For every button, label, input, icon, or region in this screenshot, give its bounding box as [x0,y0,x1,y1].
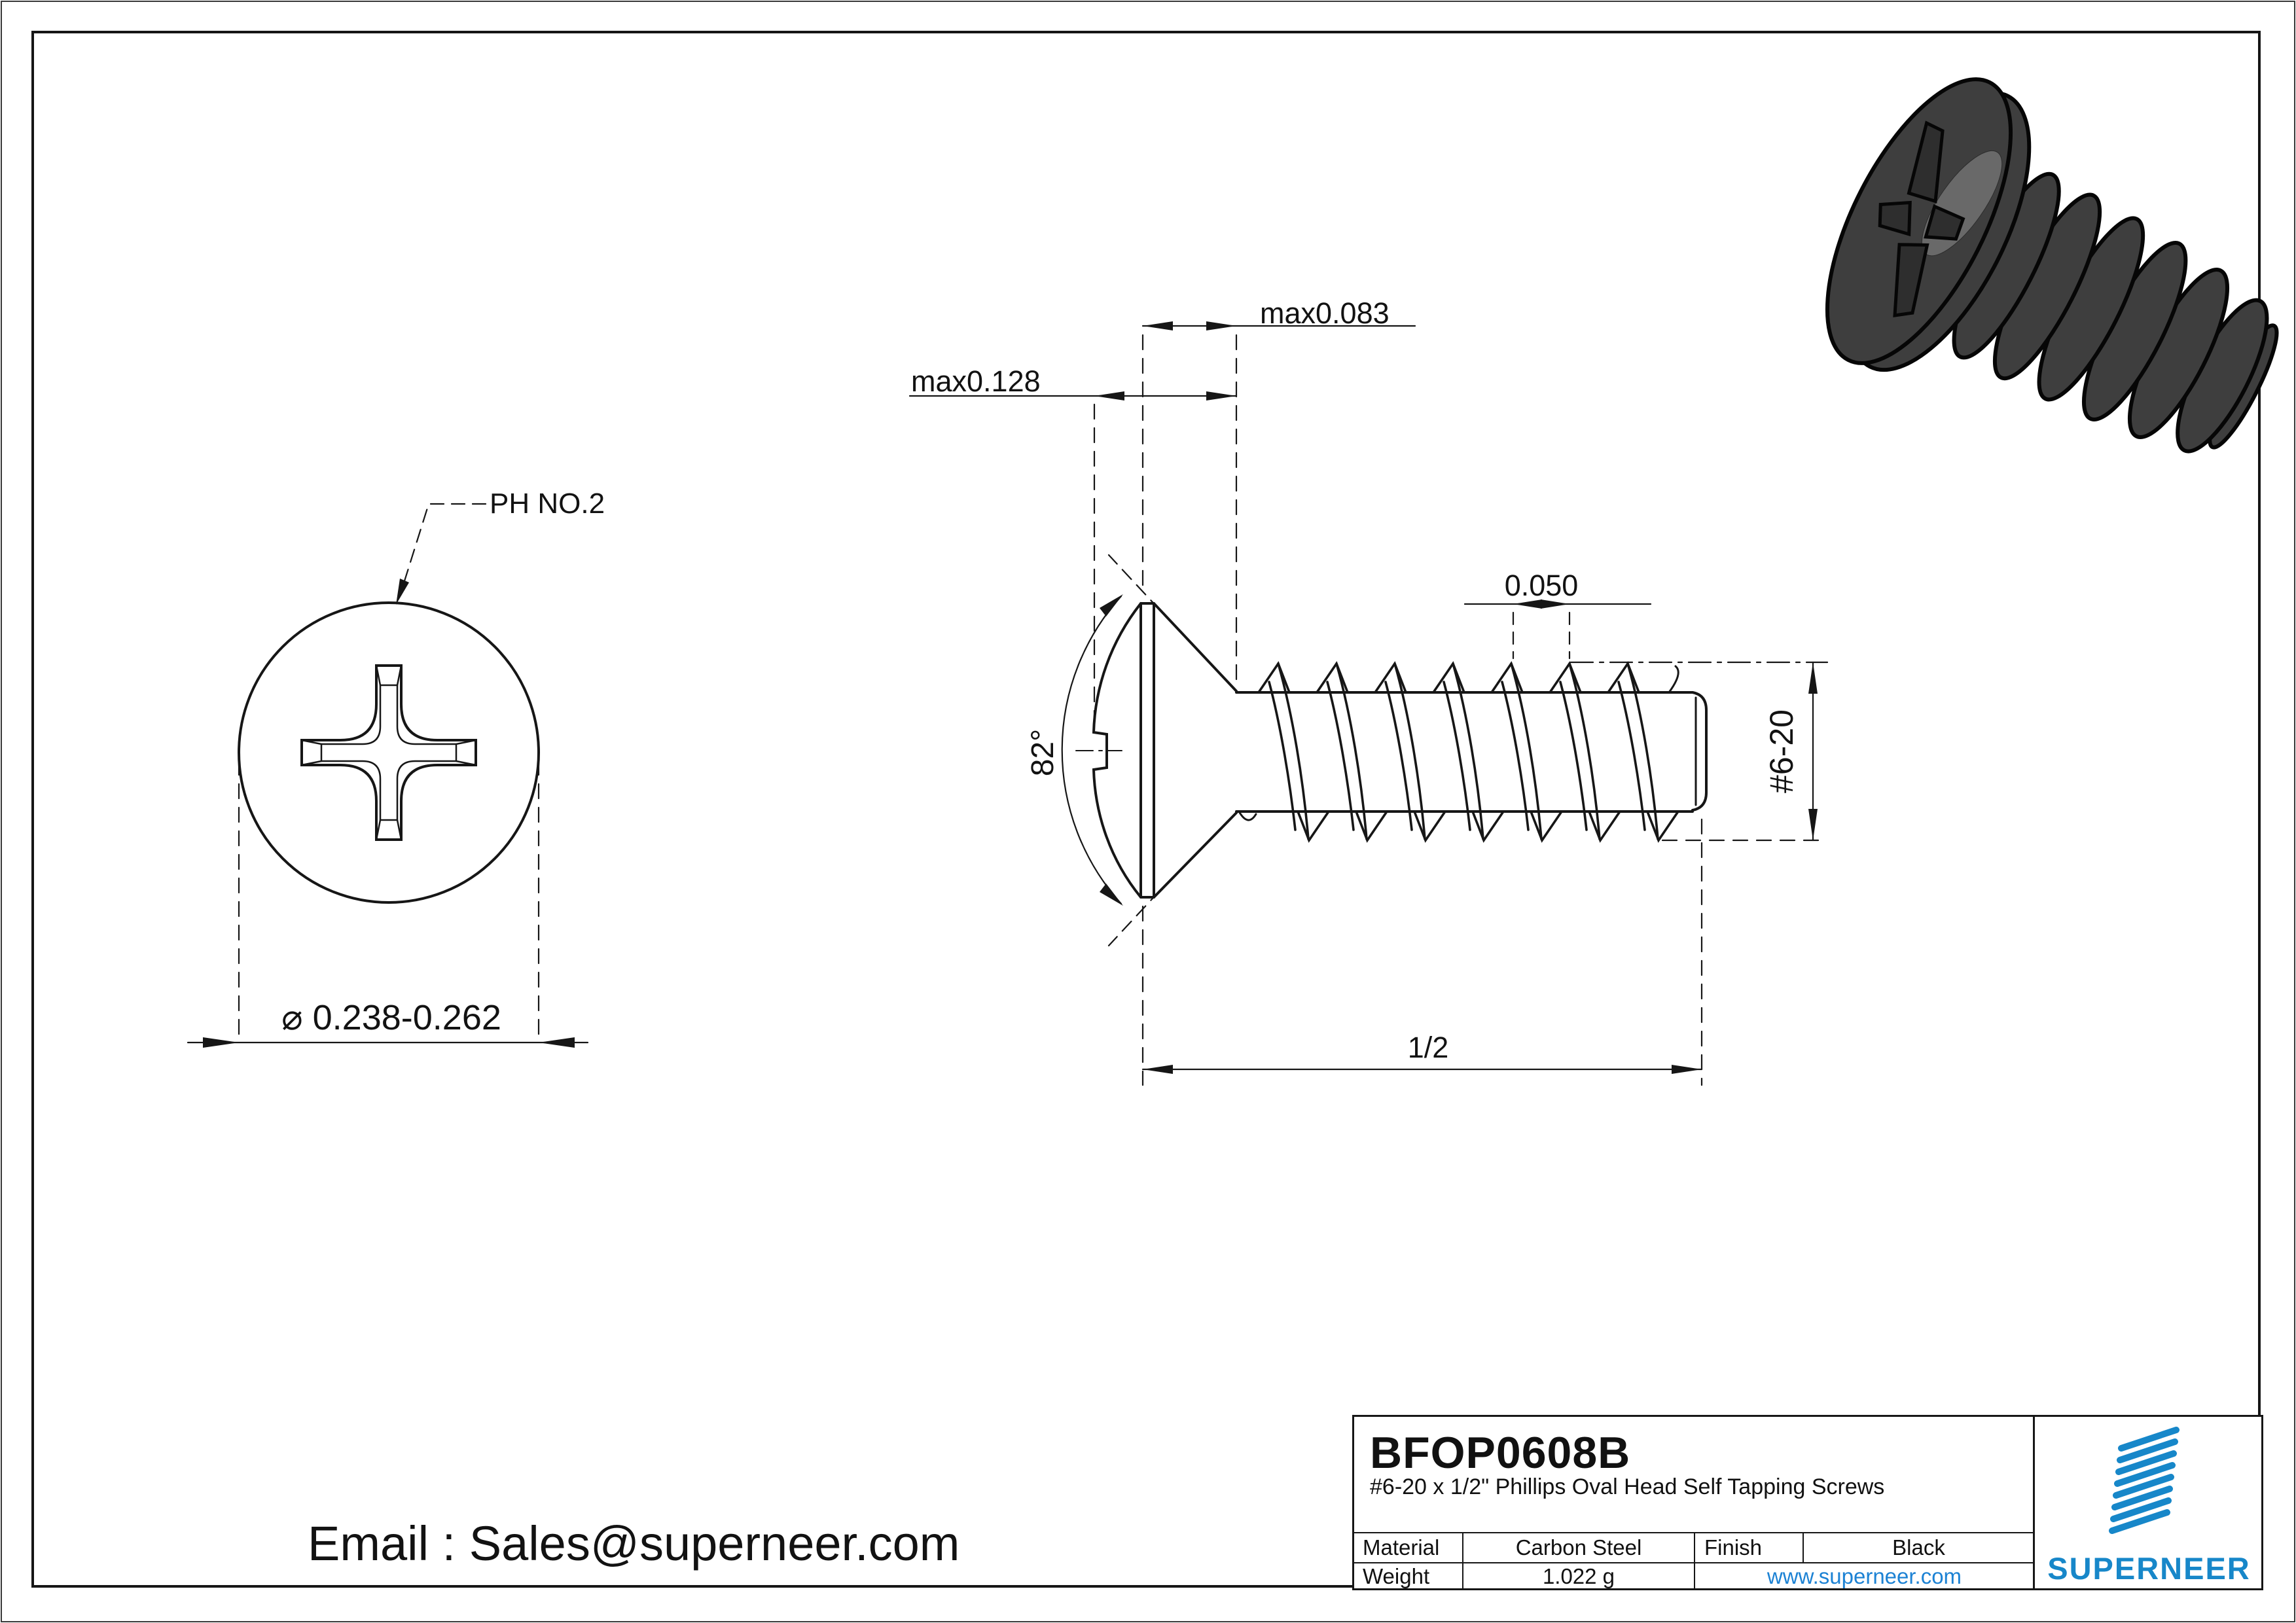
dim-length [1141,818,1703,1086]
angle-dimension-label: 82° [1026,728,1060,777]
drawing-frame [31,31,2261,1588]
head-total-dimension-label: max0.128 [911,365,1041,398]
dim-thread [1570,661,1829,842]
dim-angle [1061,554,1161,947]
finish-value-cell: Black [1803,1532,2035,1563]
contact-email-text: Email : Sales@superneer.com [308,1516,960,1571]
head-top-dimension-label: max0.083 [1260,296,1390,330]
finish-label-cell: Finish [1694,1532,1804,1563]
screw-3d-phillips-recess [1878,120,1965,317]
diameter-dimension-label: ⌀ 0.238-0.262 [281,998,501,1037]
material-label-cell: Material [1352,1532,1463,1563]
thread-dimension-label: #6-20 [1763,709,1800,793]
length-dimension-label: 1/2 [1407,1031,1449,1064]
dim-head-total [908,391,1238,726]
weight-value-cell: 1.022 g [1462,1562,1695,1590]
part-number: BFOP0608B [1370,1428,1631,1478]
recess-label: PH NO.2 [490,488,605,520]
front-view-diameter-dimension [187,759,589,1048]
dim-head-top [1141,321,1416,682]
title-block: BFOP0608B #6-20 x 1/2" Phillips Oval Hea… [1352,1415,2263,1590]
pitch-dimension-label: 0.050 [1504,569,1579,602]
recess-leader-line [396,503,487,605]
dim-pitch [1463,599,1652,660]
part-description: #6-20 x 1/2" Phillips Oval Head Self Tap… [1370,1474,1885,1499]
brand-logo-column: SUPERNEER [2033,1417,2263,1588]
website-link[interactable]: www.superneer.com [1694,1562,2035,1590]
brand-logo-icon [2109,1427,2179,1534]
screw-3d-render [1825,77,2279,454]
front-view-head-circle [238,601,540,904]
side-view-threads [1257,661,1679,843]
weight-label-cell: Weight [1352,1562,1463,1590]
brand-name: SUPERNEER [2047,1551,2251,1586]
material-value-cell: Carbon Steel [1462,1532,1695,1563]
